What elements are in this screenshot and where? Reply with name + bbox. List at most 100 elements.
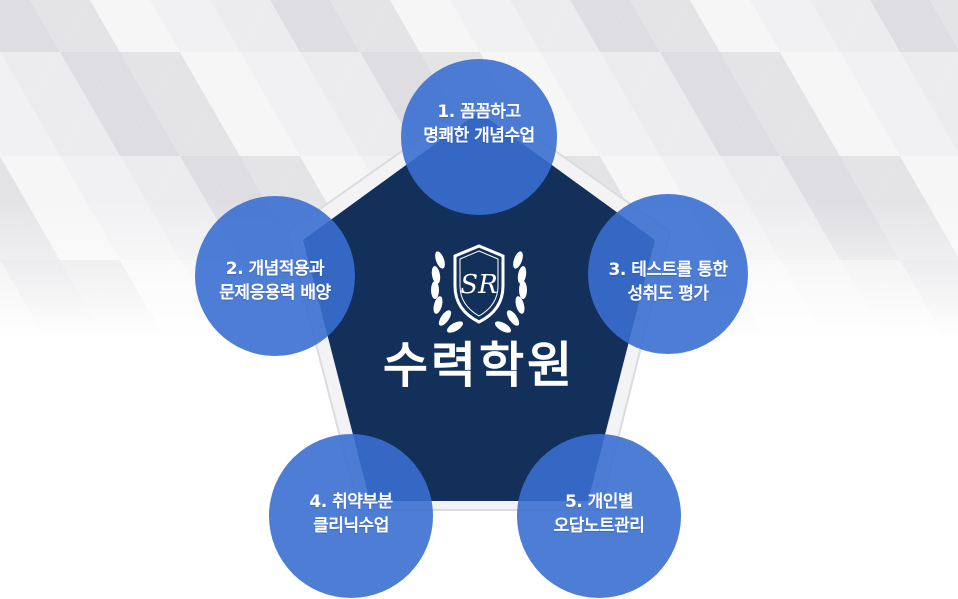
background-triangle: [570, 52, 630, 104]
background-triangle: [720, 0, 780, 52]
background-triangle: [900, 0, 958, 52]
background-triangle: [810, 0, 870, 52]
background-triangle: [780, 156, 840, 208]
background-triangle: [810, 156, 870, 208]
background-triangle: [900, 156, 958, 208]
background-triangle: [120, 0, 180, 52]
background-triangle: [510, 0, 570, 52]
background-triangle: [450, 0, 510, 52]
background-triangle: [810, 52, 870, 104]
background-triangle: [0, 104, 60, 156]
background-triangle: [180, 52, 240, 104]
node-5-line2: 오답노트관리: [553, 516, 645, 536]
background-triangle: [150, 0, 210, 52]
background-triangle: [30, 104, 90, 156]
background-triangle: [30, 156, 90, 208]
background-triangle: [60, 156, 120, 208]
background-triangle: [870, 156, 930, 208]
background-triangle: [210, 156, 270, 208]
node-circle-4: [269, 434, 433, 598]
background-triangle: [690, 156, 750, 208]
node-circle-5: [517, 434, 681, 598]
background-triangle: [570, 104, 630, 156]
background-triangle: [270, 156, 330, 208]
background-triangle: [870, 0, 930, 52]
background-triangle: [360, 0, 420, 52]
background-triangle: [870, 104, 930, 156]
background-triangle: [930, 159, 958, 208]
background-triangle: [840, 156, 900, 208]
background-triangle: [240, 52, 300, 104]
node-2-line1: 2. 개념적용과: [225, 259, 325, 279]
background-triangle: [150, 156, 210, 208]
background-triangle: [780, 104, 840, 156]
background-triangle: [180, 104, 240, 156]
center-pentagon: [303, 112, 655, 501]
background-triangle: [270, 52, 330, 104]
background-triangle: [780, 0, 840, 52]
background-triangle: [120, 104, 180, 156]
background-triangle: [930, 55, 958, 104]
background-triangle: [870, 52, 930, 104]
node-circle-1: [401, 59, 557, 215]
background-triangle: [600, 0, 660, 52]
background-triangle: [660, 0, 720, 52]
background-triangle: [840, 0, 900, 52]
background-triangle: [180, 0, 240, 52]
background-triangle: [270, 104, 330, 156]
background-triangle: [210, 0, 270, 52]
background-triangle: [720, 52, 780, 104]
background-triangle: [60, 104, 120, 156]
background-triangle: [630, 104, 690, 156]
background-triangle: [750, 156, 810, 208]
background-triangle: [810, 104, 870, 156]
background-triangle: [330, 104, 390, 156]
background-triangle: [270, 0, 330, 52]
background-triangle: [240, 156, 300, 208]
background-triangle: [540, 52, 600, 104]
background-triangle: [90, 156, 150, 208]
background-triangle: [30, 52, 90, 104]
background-triangle: [750, 52, 810, 104]
background-triangle: [600, 104, 660, 156]
brand-name: 수력학원: [382, 337, 576, 394]
background-triangle: [900, 104, 958, 156]
background-triangle: [90, 104, 150, 156]
background-triangle: [900, 52, 958, 104]
background-triangle: [330, 52, 390, 104]
node-1-line2: 명쾌한 개념수업: [423, 126, 535, 146]
background-triangle: [390, 0, 450, 52]
background-triangle: [720, 156, 780, 208]
background-triangle: [570, 0, 630, 52]
background-triangle: [660, 52, 720, 104]
background-triangle: [660, 104, 720, 156]
background-triangle: [60, 0, 120, 52]
background-triangle: [930, 104, 958, 153]
node-label-4: 4. 취약부분 클리닉수업: [266, 490, 436, 538]
background-triangle: [840, 52, 900, 104]
node-1-line1: 1. 꼼꼼하고: [437, 102, 521, 122]
node-5-line1: 5. 개인별: [564, 492, 634, 512]
node-circle-3: [588, 194, 748, 354]
background-triangle: [600, 52, 660, 104]
background-triangle: [690, 52, 750, 104]
background-triangle: [750, 0, 810, 52]
node-4-line1: 4. 취약부분: [309, 492, 393, 512]
background-triangle: [150, 104, 210, 156]
background-triangle: [630, 0, 690, 52]
emblem-monogram: SR: [460, 270, 497, 300]
node-2-line2: 문제응용력 배양: [219, 283, 331, 303]
node-4-line2: 클리닉수업: [313, 516, 389, 536]
background-triangle: [120, 156, 180, 208]
background-triangle: [840, 104, 900, 156]
node-3-line2: 성취도 평가: [627, 284, 709, 304]
node-circle-2: [195, 196, 355, 356]
background-triangle: [600, 156, 660, 208]
background-triangle: [540, 0, 600, 52]
background-triangle: [750, 104, 810, 156]
background-triangle: [360, 52, 420, 104]
background-triangle: [90, 0, 150, 52]
background-triangle: [240, 104, 300, 156]
